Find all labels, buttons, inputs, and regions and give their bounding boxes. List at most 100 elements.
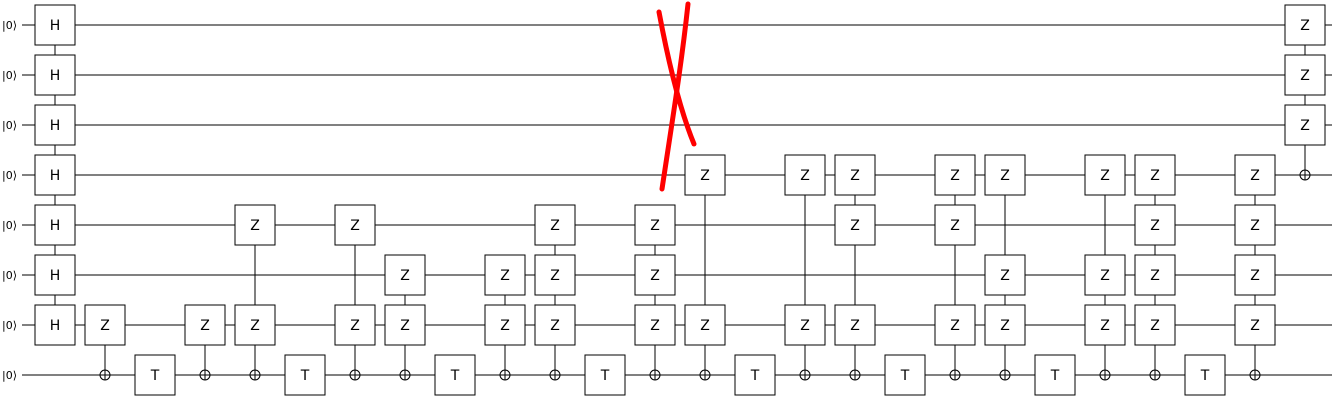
gate-z-label: Z bbox=[650, 318, 660, 334]
gate-z-label: Z bbox=[800, 168, 810, 184]
gate-z-box bbox=[1134, 204, 1176, 246]
gate-z-label: Z bbox=[1000, 268, 1010, 284]
gate-z-box bbox=[834, 154, 876, 196]
gate-t-label: T bbox=[900, 368, 910, 384]
gate-z-label: Z bbox=[550, 318, 560, 334]
gate-z-label: Z bbox=[350, 318, 360, 334]
gate-t-box bbox=[134, 354, 176, 396]
red-x-stroke-2 bbox=[659, 1, 691, 192]
gate-z-box bbox=[1134, 304, 1176, 346]
gate-z-label: Z bbox=[850, 318, 860, 334]
gate-z-box bbox=[784, 304, 826, 346]
gate-z-label: Z bbox=[1250, 168, 1260, 184]
gate-z-box bbox=[1284, 104, 1326, 146]
gate-z-label: Z bbox=[950, 318, 960, 334]
gate-z-label: Z bbox=[700, 318, 710, 334]
gate-z-box bbox=[834, 204, 876, 246]
gate-z-box bbox=[334, 304, 376, 346]
gate-z-label: Z bbox=[550, 268, 560, 284]
gate-t-label: T bbox=[450, 368, 460, 384]
gate-t-label: T bbox=[1050, 368, 1060, 384]
gate-z-box bbox=[1084, 304, 1126, 346]
gate-z-label: Z bbox=[1300, 118, 1310, 134]
gate-h-label: H bbox=[50, 68, 61, 84]
gate-t-label: T bbox=[1200, 368, 1210, 384]
gate-z-box bbox=[684, 154, 726, 196]
gate-z-label: Z bbox=[1300, 18, 1310, 34]
red-x-stroke-1 bbox=[656, 9, 697, 147]
gate-z-label: Z bbox=[250, 318, 260, 334]
gate-z-box bbox=[384, 254, 426, 296]
gate-z-label: Z bbox=[700, 168, 710, 184]
gate-z-label: Z bbox=[1250, 268, 1260, 284]
gate-z-label: Z bbox=[400, 268, 410, 284]
gate-t-label: T bbox=[600, 368, 610, 384]
gate-h-box bbox=[34, 254, 76, 296]
gate-z-label: Z bbox=[1150, 168, 1160, 184]
gate-z-box bbox=[184, 304, 226, 346]
gate-z-label: Z bbox=[1250, 218, 1260, 234]
qubit-label: |0⟩ bbox=[2, 269, 17, 282]
gate-t-label: T bbox=[750, 368, 760, 384]
gate-z-box bbox=[784, 154, 826, 196]
gate-z-label: Z bbox=[1150, 318, 1160, 334]
gate-z-label: Z bbox=[550, 218, 560, 234]
gate-z-box bbox=[1084, 254, 1126, 296]
qubit-label: |0⟩ bbox=[2, 219, 17, 232]
gate-z-box bbox=[934, 304, 976, 346]
gate-h-box bbox=[34, 304, 76, 346]
gate-z-label: Z bbox=[650, 268, 660, 284]
gate-z-label: Z bbox=[500, 268, 510, 284]
qubit-labels: |0⟩|0⟩|0⟩|0⟩|0⟩|0⟩|0⟩|0⟩ bbox=[2, 19, 17, 382]
gate-z-label: Z bbox=[1100, 268, 1110, 284]
gate-z-box bbox=[534, 254, 576, 296]
gate-h-label: H bbox=[50, 218, 61, 234]
gate-z-label: Z bbox=[1000, 318, 1010, 334]
gate-z-box bbox=[534, 304, 576, 346]
gate-t-box bbox=[1184, 354, 1226, 396]
gate-z-label: Z bbox=[1100, 318, 1110, 334]
gate-t-box bbox=[884, 354, 926, 396]
gate-z-box bbox=[1284, 4, 1326, 46]
gate-t-box bbox=[734, 354, 776, 396]
gate-z-label: Z bbox=[1000, 168, 1010, 184]
gate-z-label: Z bbox=[350, 218, 360, 234]
gate-z-box bbox=[1084, 154, 1126, 196]
gate-z-label: Z bbox=[800, 318, 810, 334]
gate-t-box bbox=[1034, 354, 1076, 396]
gate-h-box bbox=[34, 104, 76, 146]
gate-z-label: Z bbox=[200, 318, 210, 334]
gate-z-box bbox=[984, 254, 1026, 296]
qubit-label: |0⟩ bbox=[2, 19, 17, 32]
gate-h-label: H bbox=[50, 318, 61, 334]
gate-z-box bbox=[1234, 154, 1276, 196]
gate-t-box bbox=[284, 354, 326, 396]
gate-h-label: H bbox=[50, 18, 61, 34]
gate-z-box bbox=[384, 304, 426, 346]
gate-z-label: Z bbox=[850, 168, 860, 184]
gate-z-label: Z bbox=[1100, 168, 1110, 184]
qubit-label: |0⟩ bbox=[2, 319, 17, 332]
gate-z-label: Z bbox=[500, 318, 510, 334]
gate-h-box bbox=[34, 204, 76, 246]
gate-z-label: Z bbox=[400, 318, 410, 334]
gate-h-label: H bbox=[50, 168, 61, 184]
gate-z-box bbox=[234, 304, 276, 346]
gate-z-label: Z bbox=[100, 318, 110, 334]
gate-z-box bbox=[834, 304, 876, 346]
gate-z-box bbox=[934, 154, 976, 196]
gate-h-box bbox=[34, 4, 76, 46]
qubit-label: |0⟩ bbox=[2, 69, 17, 82]
gate-z-box bbox=[934, 204, 976, 246]
gate-z-label: Z bbox=[850, 218, 860, 234]
gate-z-box bbox=[634, 204, 676, 246]
gate-h-label: H bbox=[50, 118, 61, 134]
gate-z-box bbox=[1234, 204, 1276, 246]
gate-h-box bbox=[34, 54, 76, 96]
gate-z-label: Z bbox=[1150, 268, 1160, 284]
gate-t-box bbox=[584, 354, 626, 396]
gate-z-box bbox=[1134, 254, 1176, 296]
gate-z-box bbox=[334, 204, 376, 246]
gate-z-label: Z bbox=[250, 218, 260, 234]
